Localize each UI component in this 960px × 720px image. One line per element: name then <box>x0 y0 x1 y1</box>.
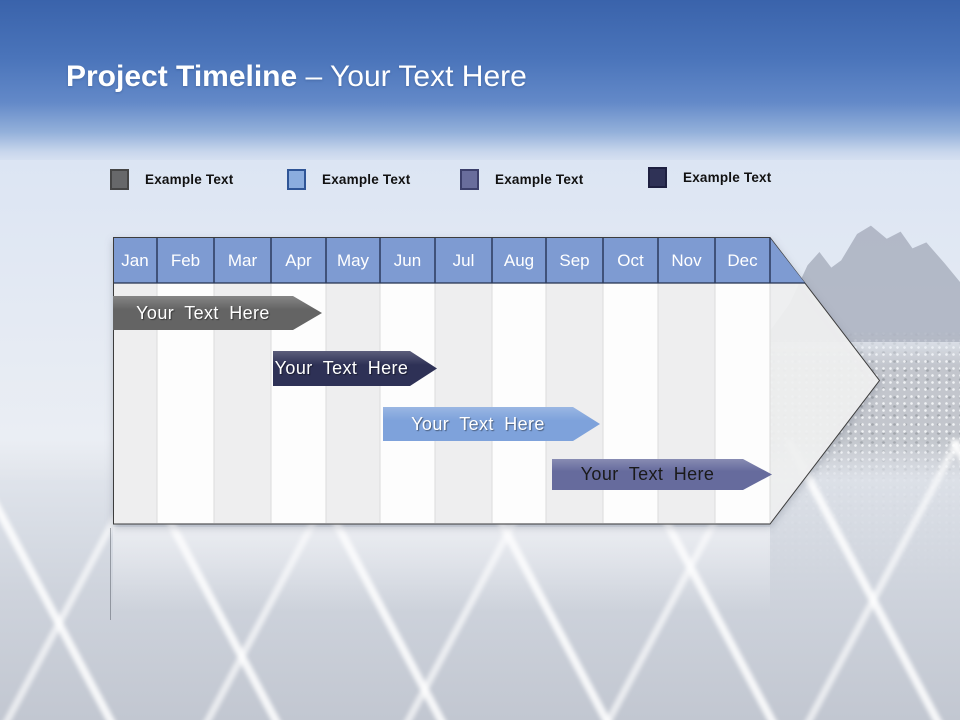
legend-label: Example Text <box>683 169 772 185</box>
table-reflection <box>113 527 770 612</box>
legend-swatch-gray <box>110 168 129 190</box>
month-header-jan[interactable]: Jan <box>121 251 149 270</box>
table-reflection-edge <box>110 528 111 620</box>
slide-title-subtitle <box>297 60 305 93</box>
month-header-sep[interactable]: Sep <box>559 251 590 270</box>
timeline-bar-label: Your Text Here <box>411 413 545 434</box>
month-header-band <box>114 238 805 283</box>
legend-label: Example Text <box>495 171 584 187</box>
timeline-bar-label: Your Text Here <box>580 464 715 484</box>
month-header-jul[interactable]: Jul <box>452 251 475 270</box>
legend-swatch-navy <box>648 166 667 188</box>
slide-title-rest: – Your Text Here <box>305 60 527 93</box>
month-header-aug[interactable]: Aug <box>503 251 535 270</box>
legend-item-2[interactable]: Example Text <box>287 165 410 193</box>
legend-label: Example Text <box>145 171 234 187</box>
slide-title-main: Project Timeline <box>66 60 298 93</box>
legend-item-1[interactable]: Example Text <box>110 165 233 193</box>
timeline-arrow <box>113 237 881 525</box>
legend-swatch-slate <box>460 168 479 190</box>
timeline-bar-label: Your Text Here <box>136 302 270 323</box>
timeline-bar-label: Your Text Here <box>274 358 409 378</box>
timeline-bar-4[interactable]: Your Text Here <box>552 459 772 490</box>
legend-label: Example Text <box>322 171 411 187</box>
legend-item-3[interactable]: Example Text <box>460 165 583 193</box>
month-header-oct[interactable]: Oct <box>617 251 644 270</box>
month-header-dec[interactable]: Dec <box>727 251 758 270</box>
timeline-bar-1[interactable]: Your Text Here <box>113 296 322 330</box>
month-header-mar[interactable]: Mar <box>227 251 258 270</box>
slide-title[interactable]: Project Timeline – Your Text Here <box>66 60 527 94</box>
month-header-feb[interactable]: Feb <box>170 251 201 270</box>
month-header-jun[interactable]: Jun <box>393 251 422 270</box>
timeline-bar-3[interactable]: Your Text Here <box>383 407 600 441</box>
header-separators <box>156 238 771 283</box>
legend-swatch-lightblue <box>287 168 306 190</box>
month-header-nov[interactable]: Nov <box>671 251 702 270</box>
background-blue-gradient <box>0 0 960 165</box>
timeline-bar-2[interactable]: Your Text Here <box>273 351 437 386</box>
month-header-apr[interactable]: Apr <box>285 251 312 270</box>
legend-item-4[interactable]: Example Text <box>648 163 771 191</box>
month-header-may[interactable]: May <box>336 251 370 270</box>
